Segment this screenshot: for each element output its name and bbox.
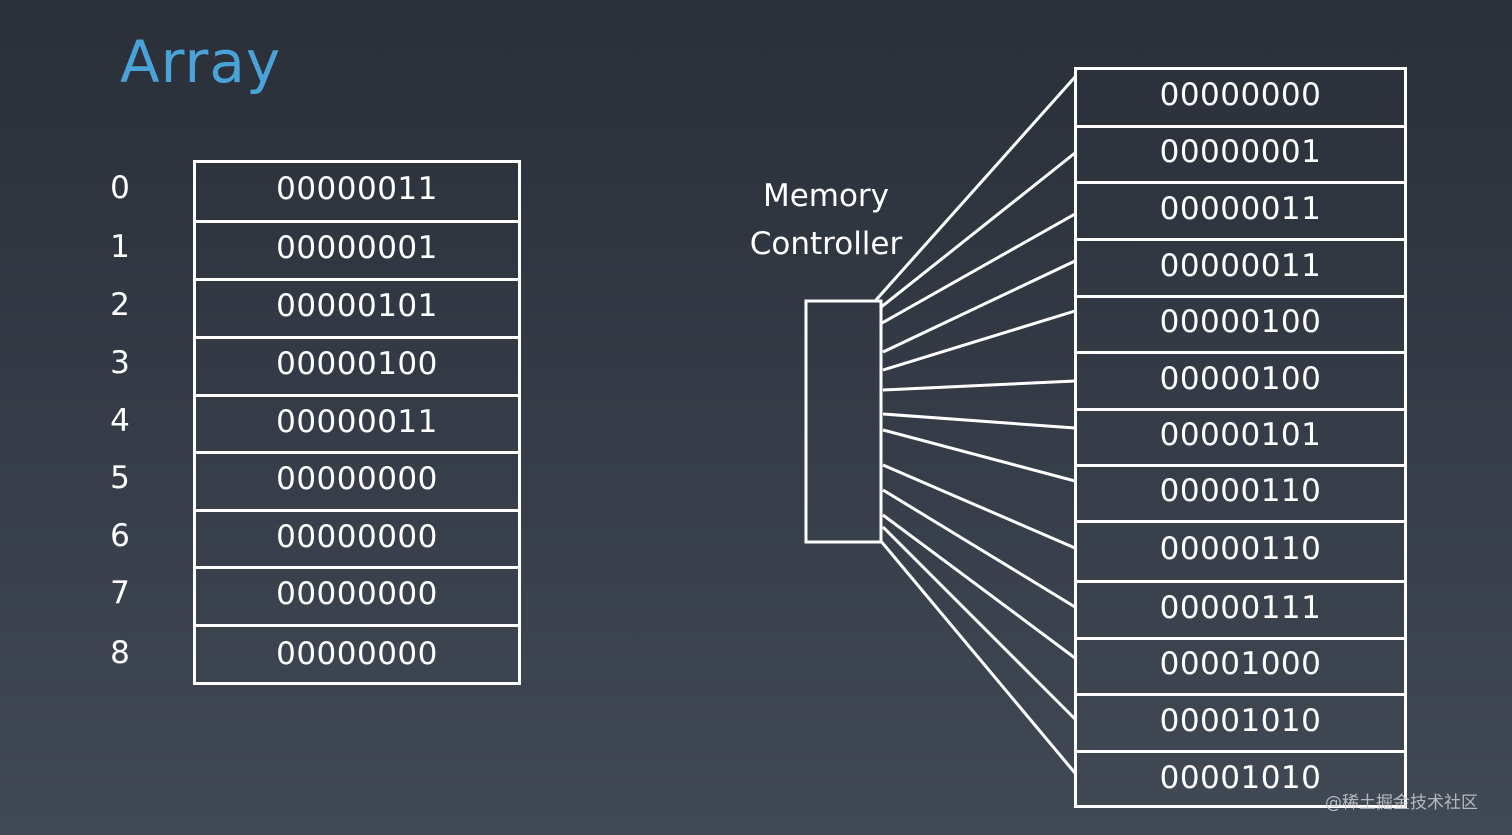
memory-wire-line: [874, 76, 1077, 301]
array-index-label: 5: [110, 460, 130, 496]
memory-row-divider: [1077, 580, 1404, 583]
memory-cell-value: 00000110: [1159, 473, 1322, 509]
array-index-label: 4: [110, 402, 130, 439]
array-cell-value: 00000011: [276, 171, 438, 207]
memory-row-divider: [1077, 351, 1404, 354]
memory-cell-value: 00000000: [1159, 77, 1322, 113]
memory-cell-value: 00001010: [1159, 760, 1322, 796]
memory-wire-line: [882, 259, 1076, 354]
array-index-label: 7: [110, 575, 130, 611]
array-table: 00000011 00000001 00000101 00000100 00000011…: [193, 160, 521, 685]
array-row-divider: [196, 220, 518, 223]
array-cell-value: 00000000: [276, 518, 438, 555]
array-index-label: 6: [110, 517, 130, 554]
slide-title: Array: [120, 28, 282, 96]
memory-wire-line: [881, 212, 1076, 325]
memory-wire-line: [882, 488, 1076, 609]
memory-row-divider: [1077, 750, 1404, 753]
memory-cell-value: 00000100: [1159, 360, 1322, 397]
memory-wire-line: [879, 151, 1076, 310]
array-row-divider: [196, 278, 518, 281]
array-cell-value: 00000000: [276, 461, 438, 497]
array-cell-value: 00000001: [276, 230, 438, 266]
memory-cell-value: 00000100: [1159, 304, 1322, 340]
memory-wire-line: [882, 428, 1076, 483]
array-row-divider: [196, 336, 518, 339]
memory-controller-box: [804, 299, 883, 544]
array-row-divider: [196, 509, 518, 512]
memory-controller-label-line1: Memory: [762, 178, 890, 214]
memory-row-divider: [1077, 637, 1404, 640]
array-index-label: 3: [110, 345, 130, 381]
array-row-divider: [196, 624, 518, 627]
array-index-label: 8: [110, 634, 130, 671]
memory-wire-line: [882, 309, 1076, 372]
array-cell-value: 00000100: [276, 346, 438, 382]
memory-table: 00000000 00000001 00000011 00000011 00000100…: [1074, 67, 1407, 808]
array-cell-value: 00000000: [276, 635, 438, 672]
memory-cell-value: 00001010: [1159, 702, 1322, 739]
memory-cell-value: 00001000: [1159, 646, 1322, 682]
memory-row-divider: [1077, 238, 1404, 241]
memory-row-divider: [1077, 520, 1404, 523]
memory-wire-line: [882, 379, 1076, 392]
array-index-label: 2: [110, 287, 130, 323]
memory-row-divider: [1077, 181, 1404, 184]
array-row-divider: [196, 451, 518, 454]
array-cell-value: 00000011: [276, 403, 438, 440]
array-cell-value: 00000101: [276, 288, 438, 324]
memory-controller-label: Memory Controller: [738, 172, 914, 268]
memory-cell-value: 00000011: [1159, 190, 1322, 227]
memory-row-divider: [1077, 125, 1404, 128]
memory-controller-label-line2: Controller: [749, 226, 903, 262]
memory-cell-value: 00000110: [1159, 531, 1322, 567]
memory-wire-line: [878, 539, 1077, 774]
array-row-divider: [196, 394, 518, 397]
memory-cell-value: 00000011: [1159, 247, 1322, 284]
memory-wire-line: [882, 513, 1076, 660]
watermark: @稀土掘金技术社区: [1325, 793, 1478, 813]
memory-wire-line: [881, 525, 1077, 721]
memory-cell-value: 00000001: [1159, 134, 1322, 170]
array-index-label: 1: [110, 229, 130, 265]
memory-row-divider: [1077, 295, 1404, 298]
array-row-divider: [196, 566, 518, 569]
memory-cell-value: 00000111: [1159, 589, 1322, 626]
memory-wire-line: [882, 463, 1076, 550]
memory-row-divider: [1077, 464, 1404, 467]
array-index-label: 0: [110, 170, 130, 206]
memory-row-divider: [1077, 408, 1404, 411]
memory-row-divider: [1077, 693, 1404, 696]
memory-cell-value: 00000101: [1159, 417, 1322, 453]
memory-wire-line: [882, 412, 1076, 430]
array-cell-value: 00000000: [276, 576, 438, 612]
